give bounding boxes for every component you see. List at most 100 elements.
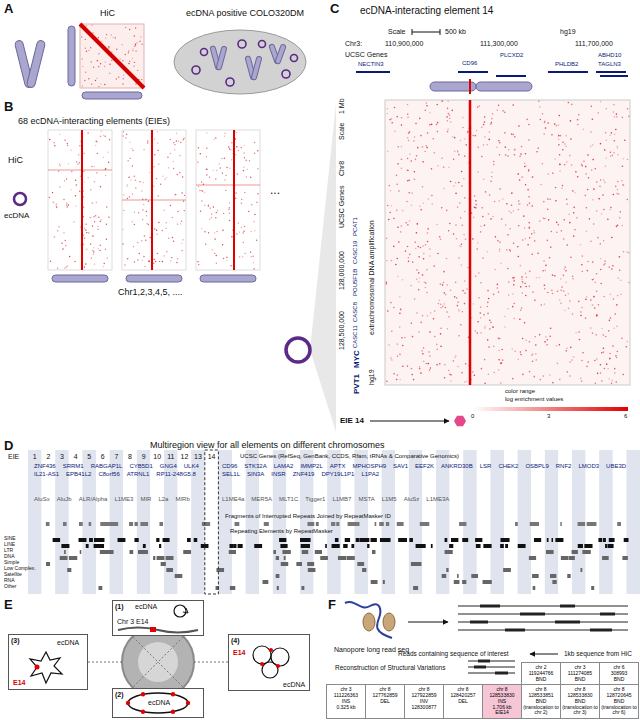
- read-lines: [468, 673, 515, 674]
- contact-dot: [623, 184, 625, 186]
- zoom-wedge: [310, 104, 336, 432]
- contact-dot: [416, 223, 418, 225]
- contact-dot: [204, 231, 205, 232]
- contact-dot: [445, 307, 447, 309]
- contact-dot: [426, 105, 428, 107]
- contact-dot: [480, 225, 482, 227]
- contact-dot: [415, 159, 417, 161]
- contact-dot: [506, 203, 508, 205]
- contact-dot: [528, 222, 530, 224]
- contact-dot: [408, 179, 410, 181]
- read-lines: [474, 666, 486, 669]
- hic-strip: [48, 130, 112, 270]
- contact-dot: [430, 367, 432, 369]
- repeat-label: MIRb: [175, 496, 189, 503]
- contact-dot: [434, 336, 436, 338]
- contact-dot: [79, 145, 80, 146]
- contact-dot: [549, 198, 551, 200]
- contact-dot: [537, 147, 539, 149]
- contact-dot: [559, 170, 561, 172]
- contact-dot: [591, 169, 593, 171]
- repeat-block: [230, 586, 235, 590]
- contact-dot: [97, 228, 98, 229]
- contact-dot: [98, 216, 99, 217]
- contact-dot: [243, 242, 244, 243]
- contact-dot: [211, 217, 212, 218]
- contact-dot: [603, 240, 605, 242]
- contact-dot: [137, 259, 138, 260]
- contact-dot: [97, 153, 98, 154]
- repeat-block: [118, 538, 126, 542]
- contact-dot: [224, 179, 225, 180]
- contact-dot: [250, 176, 251, 177]
- repeat-block: [530, 522, 538, 526]
- contact-dot: [436, 364, 438, 366]
- contact-dot: [491, 218, 493, 220]
- contact-dot: [457, 301, 459, 303]
- contact-dot: [414, 241, 416, 243]
- contact-dot: [556, 231, 558, 233]
- ecdna-ring: [226, 78, 234, 86]
- contact-dot: [174, 194, 175, 195]
- contact-dot: [181, 250, 182, 251]
- contact-dot: [226, 167, 227, 168]
- contact-dot: [173, 168, 174, 169]
- contact-dot: [533, 376, 535, 378]
- contact-dot: [399, 296, 401, 298]
- nanopore-illustration: [363, 613, 375, 631]
- repeat-label: L1MB7: [332, 496, 351, 503]
- repeat-block: [572, 550, 578, 554]
- sector-line: [133, 637, 183, 687]
- contact-dot: [455, 193, 457, 195]
- contact-dot: [201, 200, 202, 201]
- repeat-block: [296, 562, 302, 566]
- contact-dot: [224, 132, 225, 133]
- contact-dot: [125, 137, 126, 138]
- contact-dot: [64, 268, 65, 269]
- contact-dot: [612, 345, 614, 347]
- contact-dot: [493, 161, 495, 163]
- contact-dot: [123, 194, 124, 195]
- contact-dot: [511, 204, 513, 206]
- contact-dot: [132, 193, 133, 194]
- repeat-block: [351, 544, 354, 548]
- contact-dot: [241, 227, 242, 228]
- gene-label: TAGLN3: [598, 61, 621, 68]
- ecdna-ring: [192, 40, 298, 86]
- contact-dot: [209, 177, 210, 178]
- contact-dot: [93, 216, 94, 217]
- contact-dot: [442, 306, 444, 308]
- contact-dot: [548, 219, 550, 221]
- track-label: Scale: [388, 28, 406, 36]
- heading: Multiregion view for all elements on dif…: [150, 440, 384, 450]
- contact-dot: [421, 350, 423, 352]
- contact-dot: [98, 248, 99, 249]
- ecdna-illustration: [128, 693, 188, 713]
- node-text: (4): [231, 637, 240, 645]
- nanopore-illustration: [383, 613, 395, 631]
- contact-dot: [98, 66, 99, 67]
- contact-dot: [414, 179, 416, 181]
- contact-dot: [596, 210, 598, 212]
- contact-dot: [411, 368, 413, 370]
- contact-dot: [429, 369, 431, 371]
- contact-dot: [521, 307, 523, 309]
- contact-dot: [611, 268, 613, 270]
- contact-dot: [211, 249, 212, 250]
- contact-dot: [208, 205, 209, 206]
- contact-dot: [589, 218, 591, 220]
- contact-dot: [521, 276, 523, 278]
- contact-dot: [57, 230, 58, 231]
- track-stripe: [599, 450, 613, 594]
- contact-dot: [425, 244, 427, 246]
- contact-dot: [426, 147, 428, 149]
- hic-strip: [122, 130, 186, 270]
- contact-dot: [144, 235, 145, 236]
- contact-dot: [447, 120, 449, 122]
- contact-dot: [513, 280, 515, 282]
- contact-dot: [59, 163, 60, 164]
- contact-dot: [483, 124, 485, 126]
- contact-dot: [167, 157, 168, 158]
- contact-dot: [572, 190, 574, 192]
- contact-dot: [609, 294, 611, 296]
